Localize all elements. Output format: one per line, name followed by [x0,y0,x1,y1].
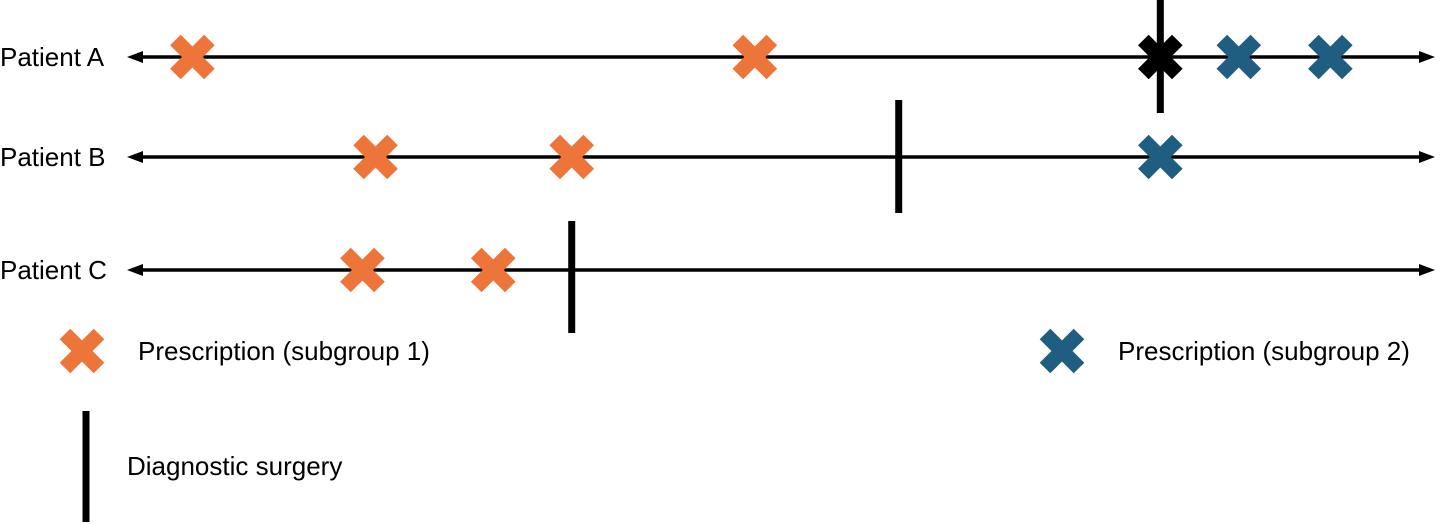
prescription-subgroup1-marker [353,134,398,180]
legend: Prescription (subgroup 1) Prescription (… [59,328,1410,522]
prescription-subgroup2-marker [1308,34,1353,80]
prescription-subgroup1-marker [470,247,516,293]
patient-label: Patient B [0,142,106,172]
prescription-subgroup1-marker [549,134,595,180]
prescription-subgroup2-marker [1138,134,1183,180]
patient-row: Patient C [0,221,1435,333]
prescription-overlap-marker [1138,34,1183,80]
patient-label: Patient A [0,42,105,72]
legend-subgroup2-label: Prescription (subgroup 2) [1118,336,1410,366]
legend-subgroup1-icon [59,328,105,374]
timeline-arrow-left [127,51,143,63]
prescription-subgroup1-marker [170,34,215,80]
timeline-arrow-right [1419,51,1435,63]
patient-row: Patient A [0,0,1435,113]
legend-subgroup1-cross [59,328,105,374]
timeline-arrow-left [127,264,143,276]
timeline-rows: Patient A Patient B Patient C [0,0,1435,333]
legend-surgery-label: Diagnostic surgery [127,451,342,481]
patient-row: Patient B [0,100,1435,213]
legend-subgroup2-cross [1039,328,1085,374]
prescription-subgroup2-marker [1216,34,1262,80]
timeline-arrow-right [1419,151,1435,163]
legend-subgroup2-icon [1039,328,1085,374]
prescription-subgroup1-marker [732,34,778,80]
timeline-arrow-right [1419,264,1435,276]
legend-subgroup1-label: Prescription (subgroup 1) [138,336,430,366]
prescription-subgroup1-marker [340,247,385,293]
patient-label: Patient C [0,255,107,285]
timeline-arrow-left [127,151,143,163]
